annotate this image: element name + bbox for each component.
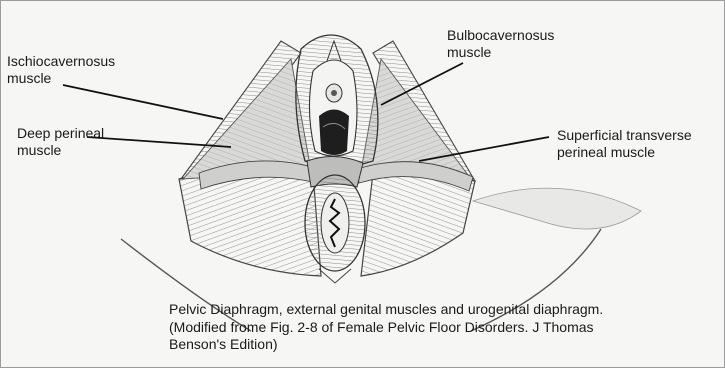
right-soft-tissue [473,188,641,229]
figure-caption: Pelvic Diaphragm, external genital muscl… [169,301,719,354]
label-ischiocavernosus: Ischiocavernosus muscle [7,53,115,87]
vaginal-opening [319,110,349,156]
leader-ischiocavernosus [63,85,223,119]
label-bulbocavernosus: Bulbocavernosus muscle [447,27,554,61]
label-deep-perineal: Deep perineal muscle [17,125,104,159]
label-superficial-transverse: Superficial transverse perineal muscle [557,127,692,161]
anal-canal [321,193,349,253]
